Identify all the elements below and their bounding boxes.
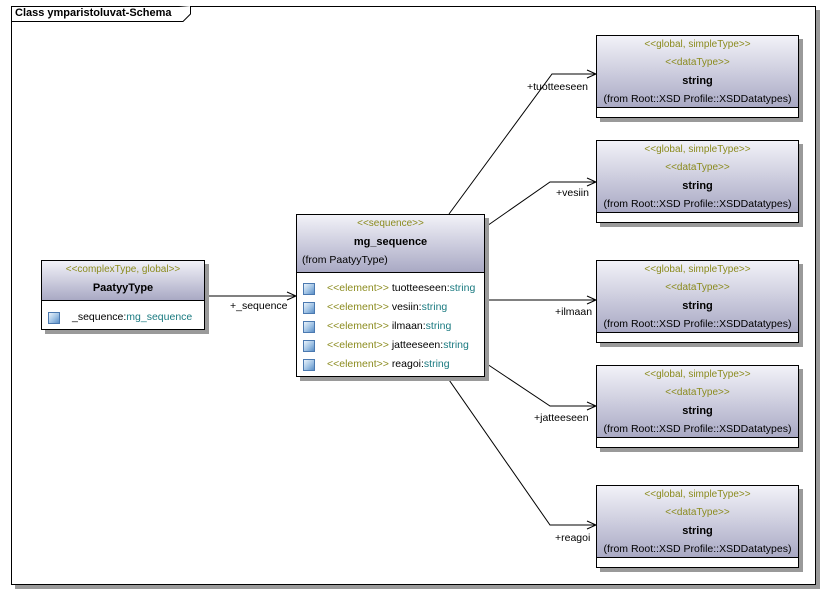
datatype-from: (from Root::XSD Profile::XSDDatatypes)	[603, 318, 792, 330]
element-stereotype: <<element>>	[327, 358, 392, 370]
element-stereotype: <<element>>	[327, 320, 392, 332]
mg-sequence-stereotype: <<sequence>>	[357, 218, 424, 229]
datatype-name: string	[682, 300, 713, 312]
mg-sequence-class[interactable]: <<sequence>> mg_sequence (from PaatyyTyp…	[296, 214, 485, 377]
element-stereotype: <<element>>	[327, 339, 392, 351]
element-icon	[303, 321, 315, 333]
connector-tuotteeseen	[448, 73, 596, 215]
string-datatype-class[interactable]: <<global, simpleType>> <<dataType>> stri…	[596, 485, 799, 568]
element-stereotype: <<element>>	[327, 282, 392, 294]
string-datatype-class[interactable]: <<global, simpleType>> <<dataType>> stri…	[596, 365, 799, 448]
datatype-stereotype-2: <<dataType>>	[665, 162, 730, 173]
paatyytype-header: <<complexType, global>> PaatyyType	[42, 261, 204, 301]
datatype-header: <<global, simpleType>> <<dataType>> stri…	[597, 261, 798, 333]
mg-sequence-name: mg_sequence	[353, 236, 428, 248]
element-icon	[303, 283, 315, 295]
element-row[interactable]: <<element>> tuotteeseen:string	[297, 279, 484, 298]
datatype-stereotype: <<global, simpleType>>	[644, 39, 751, 50]
attribute-type: mg_sequence	[126, 311, 193, 323]
role-label-vesiin: +vesiin	[556, 187, 589, 199]
element-name: tuotteeseen:	[391, 282, 450, 294]
connector-reagoi	[446, 376, 596, 526]
role-label-tuotteeseen: +tuotteeseen	[527, 81, 589, 93]
element-row[interactable]: <<element>> ilmaan:string	[297, 317, 484, 336]
datatype-stereotype-2: <<dataType>>	[665, 282, 730, 293]
element-type: string	[423, 358, 450, 370]
element-name: reagoi:	[391, 358, 424, 370]
mg-sequence-from: (from PaatyyType)	[302, 254, 388, 266]
datatype-stereotype: <<global, simpleType>>	[644, 144, 751, 155]
datatype-stereotype: <<global, simpleType>>	[644, 489, 751, 500]
datatype-stereotype-2: <<dataType>>	[665, 387, 730, 398]
datatype-stereotype-2: <<dataType>>	[665, 507, 730, 518]
datatype-name: string	[682, 405, 713, 417]
element-text: <<element>> reagoi:string	[327, 355, 450, 374]
element-stereotype: <<element>>	[327, 301, 392, 313]
role-label-jatteeseen: +jatteeseen	[534, 412, 589, 424]
element-row[interactable]: <<element>> reagoi:string	[297, 355, 484, 374]
mg-sequence-attributes: <<element>> tuotteeseen:string <<element…	[297, 273, 484, 374]
element-type: string	[421, 301, 448, 313]
datatype-header: <<global, simpleType>> <<dataType>> stri…	[597, 366, 798, 438]
role-label-reagoi: +reagoi	[555, 532, 591, 544]
element-row[interactable]: <<element>> jatteeseen:string	[297, 336, 484, 355]
datatype-name: string	[682, 525, 713, 537]
element-text: <<element>> jatteeseen:string	[327, 336, 469, 355]
datatype-header: <<global, simpleType>> <<dataType>> stri…	[597, 36, 798, 108]
attribute-name: _sequence:	[72, 311, 127, 323]
paatyytype-name: PaatyyType	[92, 282, 154, 294]
role-label-ilmaan: +ilmaan	[555, 306, 593, 318]
datatype-stereotype: <<global, simpleType>>	[644, 369, 751, 380]
element-type: string	[449, 282, 476, 294]
connector-jatteeseen	[483, 361, 596, 407]
datatype-stereotype: <<global, simpleType>>	[644, 264, 751, 275]
element-text: <<element>> ilmaan:string	[327, 317, 451, 336]
string-datatype-class[interactable]: <<global, simpleType>> <<dataType>> stri…	[596, 260, 799, 343]
frame-tab-outline	[11, 6, 191, 22]
datatype-from: (from Root::XSD Profile::XSDDatatypes)	[603, 93, 792, 105]
paatyytype-stereotype: <<complexType, global>>	[65, 264, 181, 275]
string-datatype-class[interactable]: <<global, simpleType>> <<dataType>> stri…	[596, 140, 799, 223]
attribute-icon	[48, 312, 60, 324]
datatype-header: <<global, simpleType>> <<dataType>> stri…	[597, 486, 798, 558]
string-datatype-class[interactable]: <<global, simpleType>> <<dataType>> stri…	[596, 35, 799, 118]
datatype-stereotype-2: <<dataType>>	[665, 57, 730, 68]
element-text: <<element>> tuotteeseen:string	[327, 279, 475, 298]
datatype-from: (from Root::XSD Profile::XSDDatatypes)	[603, 543, 792, 555]
element-icon	[303, 340, 315, 352]
paatyytype-attributes: _sequence:mg_sequence	[42, 301, 204, 327]
attribute-text: _sequence:mg_sequence	[72, 308, 192, 327]
datatype-from: (from Root::XSD Profile::XSDDatatypes)	[603, 423, 792, 435]
element-type: string	[425, 320, 452, 332]
element-icon	[303, 302, 315, 314]
datatype-header: <<global, simpleType>> <<dataType>> stri…	[597, 141, 798, 213]
attribute-row[interactable]: _sequence:mg_sequence	[42, 308, 204, 327]
datatype-name: string	[682, 180, 713, 192]
element-text: <<element>> vesiin:string	[327, 298, 447, 317]
element-row[interactable]: <<element>> vesiin:string	[297, 298, 484, 317]
role-label-sequence: +_sequence	[230, 300, 288, 312]
datatype-name: string	[682, 75, 713, 87]
element-name: vesiin:	[391, 301, 422, 313]
element-name: jatteeseen:	[391, 339, 444, 351]
element-type: string	[443, 339, 469, 351]
frame-title[interactable]: Class ymparistoluvat-Schema	[15, 7, 172, 19]
paatyytype-class[interactable]: <<complexType, global>> PaatyyType _sequ…	[41, 260, 205, 330]
element-name: ilmaan:	[391, 320, 426, 332]
connector-vesiin	[483, 181, 596, 229]
element-icon	[303, 359, 315, 371]
mg-sequence-header: <<sequence>> mg_sequence (from PaatyyTyp…	[297, 215, 484, 273]
datatype-from: (from Root::XSD Profile::XSDDatatypes)	[603, 198, 792, 210]
